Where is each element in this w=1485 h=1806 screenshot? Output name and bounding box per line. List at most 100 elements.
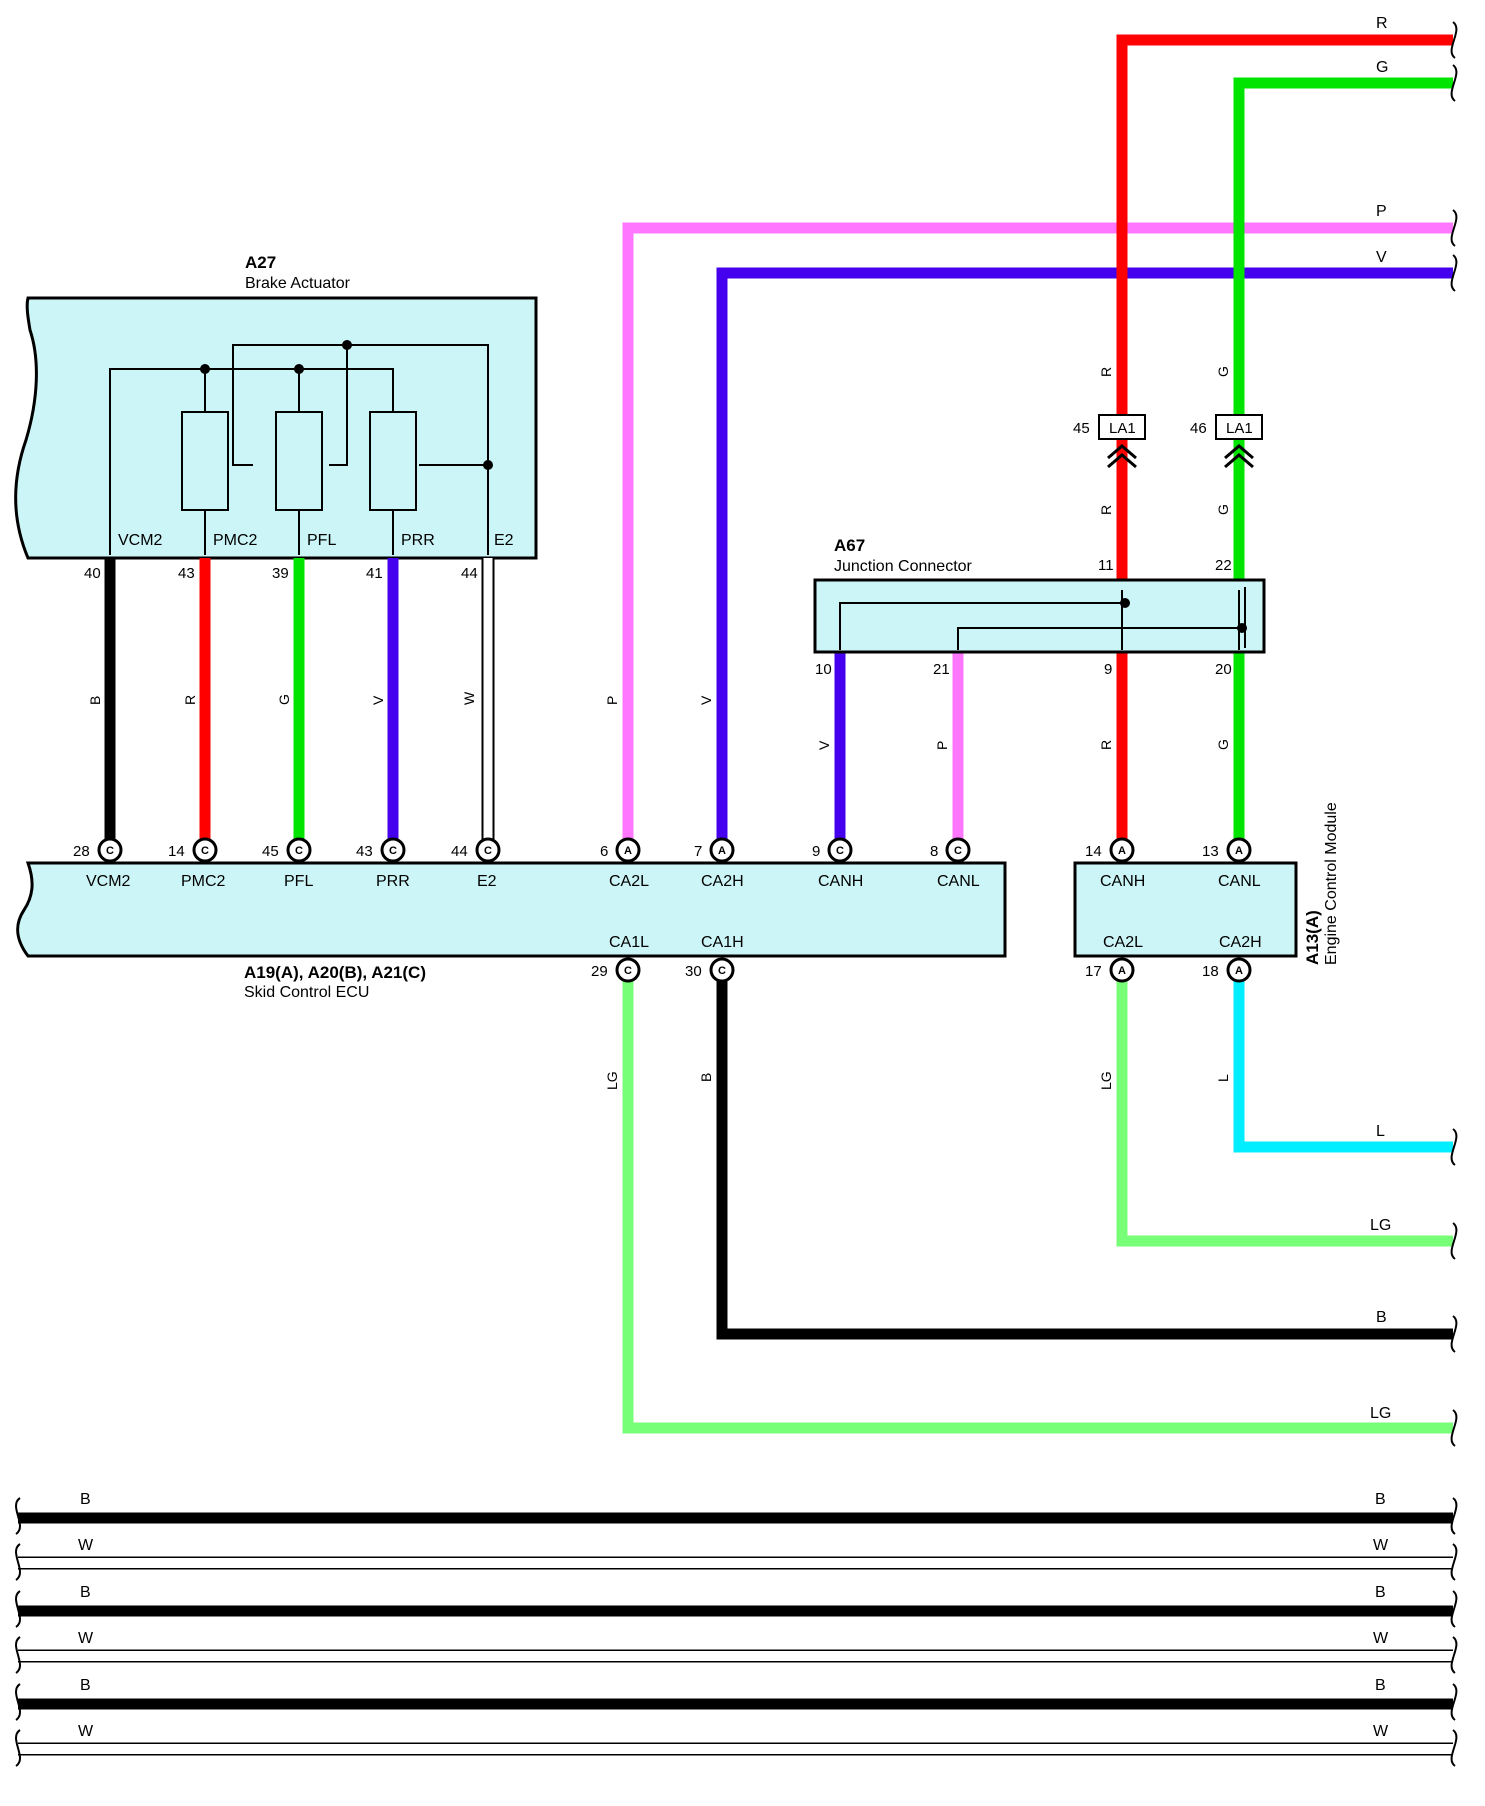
pin-number: 28 <box>73 843 90 860</box>
a27-terminal-pmc2: PMC2 <box>213 532 258 549</box>
pin-number: 9 <box>812 843 820 860</box>
brake-actuator-id: A27 <box>245 253 276 272</box>
pin-number: 30 <box>685 963 702 980</box>
ecu-terminal-canh: CANH <box>818 873 863 890</box>
a27-pin-number: 43 <box>178 565 195 582</box>
wire-upper-red <box>1116 34 1453 580</box>
ecm-terminal-ca2l: CA2L <box>1103 934 1143 951</box>
wire-ecm-ca2l-lightgreen <box>1116 970 1453 1247</box>
ecm-terminal-ca2h: CA2H <box>1219 934 1262 951</box>
pin-terminal: C 43 <box>356 837 406 863</box>
pin-connector-letter: C <box>106 845 114 857</box>
bus-label-left: W <box>78 1630 94 1647</box>
pin-terminal: C 28 <box>73 837 123 863</box>
pin-connector-letter: C <box>201 845 209 857</box>
ecu-terminal-pmc2: PMC2 <box>181 873 226 890</box>
a27-pin-number: 40 <box>84 565 101 582</box>
offpage-label: V <box>1376 249 1387 266</box>
wires <box>104 34 1453 1434</box>
la1-connector-46: LA1 46 <box>1190 414 1263 469</box>
break-marks-right <box>1450 21 1458 1447</box>
ecu-terminal-vcm2: VCM2 <box>86 873 131 890</box>
a27-pin-number: 44 <box>461 565 478 582</box>
wire-code: G <box>276 694 292 705</box>
pin-terminals: C 28 C 14 C 45 C 43 C 44 A 6 <box>73 837 1252 983</box>
pin-connector-letter: C <box>954 845 962 857</box>
pin-connector-letter: C <box>836 845 844 857</box>
ecm-id: A13(A) <box>1303 910 1322 965</box>
junction-dot-g <box>1237 623 1247 633</box>
wire-ca2l-pink <box>622 222 1453 850</box>
la1-connector-45: LA1 45 <box>1073 414 1146 469</box>
la1-label: LA1 <box>1109 420 1136 437</box>
offpage-label: LG <box>1370 1217 1391 1234</box>
wire-code: G <box>1215 504 1231 515</box>
skid-ecu-box <box>16 861 1007 958</box>
la1-label: LA1 <box>1226 420 1253 437</box>
wire-code: P <box>604 696 620 705</box>
pin-number: 44 <box>451 843 468 860</box>
wire-ca1l-lightgreen <box>622 970 1453 1434</box>
wire-code: V <box>816 740 832 750</box>
ecu-terminal-ca2l: CA2L <box>609 873 649 890</box>
wire-code: P <box>934 741 950 750</box>
pin-terminal: C 14 <box>168 837 218 863</box>
bus-label-right: B <box>1375 1584 1386 1601</box>
a27-terminal-vcm2: VCM2 <box>118 532 163 549</box>
skid-ecu-name: Skid Control ECU <box>244 984 369 1001</box>
wire-code: R <box>1098 740 1114 750</box>
la1-pin-number: 46 <box>1190 420 1207 437</box>
a27-terminal-pfl: PFL <box>307 532 336 549</box>
ecu-terminal-ca2h: CA2H <box>701 873 744 890</box>
pin-number: 14 <box>1085 843 1102 860</box>
wire-code: LG <box>1098 1071 1114 1090</box>
a27-terminal-e2: E2 <box>494 532 514 549</box>
wire-code: LG <box>604 1071 620 1090</box>
wire-code: G <box>1215 739 1231 750</box>
brake-actuator: A27 Brake Actuator VCM2 PMC2 PFL PRR E2 <box>14 253 538 560</box>
junction-pin: 9 <box>1104 661 1112 678</box>
pin-connector-letter: C <box>624 965 632 977</box>
pin-terminal: C 45 <box>262 837 312 863</box>
pin-number: 29 <box>591 963 608 980</box>
pin-number: 14 <box>168 843 185 860</box>
pin-terminal: A 17 <box>1085 957 1135 983</box>
junction-connector: A67 Junction Connector 11 22 10 21 9 20 <box>813 536 1266 678</box>
offpage-label: G <box>1376 59 1388 76</box>
pin-connector-letter: A <box>624 845 632 857</box>
pin-connector-letter: A <box>1235 845 1243 857</box>
a27-terminal-prr: PRR <box>401 532 435 549</box>
ecu-terminal-prr: PRR <box>376 873 410 890</box>
ecm-terminal-canh: CANH <box>1100 873 1145 890</box>
brake-actuator-name: Brake Actuator <box>245 275 351 292</box>
pin-connector-letter: A <box>1118 965 1126 977</box>
wire-code: V <box>698 695 714 705</box>
offpage-label: LG <box>1370 1405 1391 1422</box>
pin-number: 45 <box>262 843 279 860</box>
pin-terminal: A 13 <box>1202 837 1252 863</box>
pin-terminal: C 29 <box>591 957 641 983</box>
junction-pin: 20 <box>1215 661 1232 678</box>
junction-dot-r <box>1120 598 1130 608</box>
wire-code: G <box>1215 366 1231 377</box>
pin-number: 18 <box>1202 963 1219 980</box>
ecu-terminal-e2: E2 <box>477 873 497 890</box>
pin-terminal: A 14 <box>1085 837 1135 863</box>
junction-connector-id: A67 <box>834 536 865 555</box>
pin-terminal: C 44 <box>451 837 501 863</box>
wire-code: B <box>698 1073 714 1082</box>
pin-terminal: C 30 <box>685 957 735 983</box>
pin-connector-letter: C <box>718 965 726 977</box>
a27-pin-numbers: 40 43 39 41 44 <box>84 565 478 582</box>
wire-code: V <box>370 695 386 705</box>
junction-pin: 11 <box>1098 557 1114 574</box>
wire-code: W <box>461 691 477 705</box>
wire-code: R <box>182 695 198 705</box>
bus-label-left: B <box>80 1584 91 1601</box>
ecu-terminal-pfl: PFL <box>284 873 313 890</box>
pin-connector-letter: C <box>389 845 397 857</box>
bus-label-right: W <box>1373 1537 1389 1554</box>
pin-connector-letter: C <box>295 845 303 857</box>
pin-number: 17 <box>1085 963 1102 980</box>
